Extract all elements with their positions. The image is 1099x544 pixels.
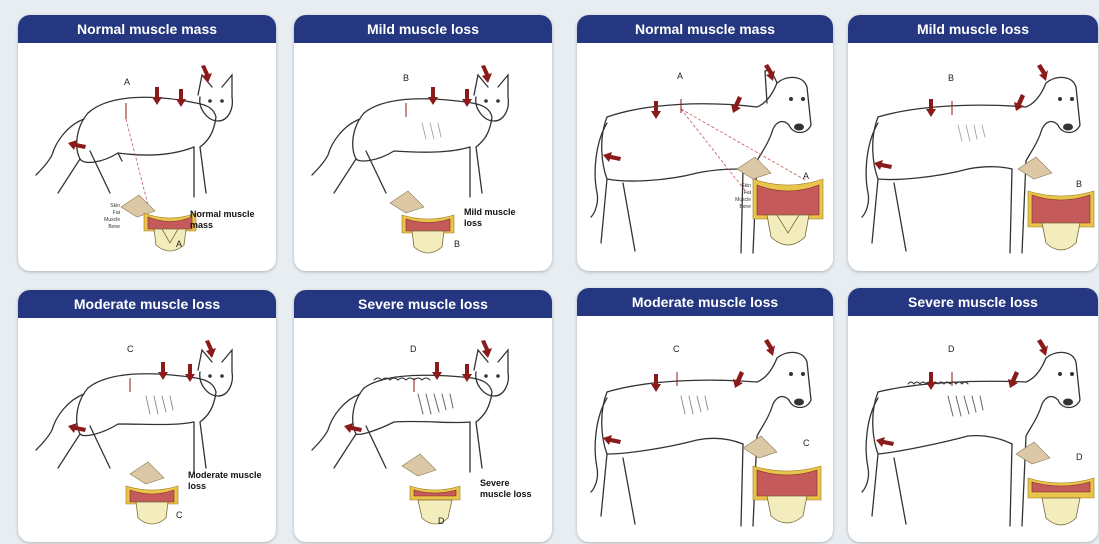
cross-section-letter: B xyxy=(454,239,460,249)
reference-letter: B xyxy=(948,73,954,83)
cross-section xyxy=(402,454,460,524)
reference-letter: A xyxy=(677,71,683,81)
card-cat-mild: Mild muscle loss B B Mild muscle loss xyxy=(294,15,552,271)
reference-letter: D xyxy=(410,344,417,354)
cross-section xyxy=(743,436,821,523)
cross-section-label: Mild muscle loss xyxy=(464,207,524,229)
cross-section-letter: A xyxy=(803,171,809,181)
cat-illustration xyxy=(18,43,276,271)
layer-labels: Skin Fat Muscle Bone xyxy=(90,203,120,231)
reference-letter: B xyxy=(403,73,409,83)
card-title: Mild muscle loss xyxy=(294,15,552,43)
cross-section xyxy=(121,195,196,251)
cat-illustration xyxy=(294,43,552,271)
cross-section xyxy=(126,462,178,524)
card-title: Severe muscle loss xyxy=(294,290,552,318)
card-title: Severe muscle loss xyxy=(848,288,1098,316)
cross-section-letter: C xyxy=(176,510,183,520)
layer-skin-label: Skin xyxy=(90,203,120,210)
card-cat-moderate: Moderate muscle loss C C Moderate muscle… xyxy=(18,290,276,542)
reference-letter: C xyxy=(127,344,134,354)
layer-bone-label: Bone xyxy=(719,204,751,211)
card-title: Normal muscle mass xyxy=(577,15,833,43)
layer-fat-label: Fat xyxy=(90,210,120,217)
dog-illustration xyxy=(577,316,833,542)
layer-skin-label: Skin xyxy=(719,183,751,190)
card-title: Mild muscle loss xyxy=(848,15,1098,43)
cross-section-letter: B xyxy=(1076,179,1082,189)
layer-muscle-label: Muscle xyxy=(90,217,120,224)
dog-illustration xyxy=(848,43,1098,271)
card-dog-normal: Normal muscle mass A A Skin xyxy=(577,15,833,271)
reference-letter: C xyxy=(673,344,680,354)
card-title: Normal muscle mass xyxy=(18,15,276,43)
dog-illustration xyxy=(848,316,1098,542)
cross-section-letter: A xyxy=(176,239,182,249)
card-cat-severe: Severe muscle loss D D Severe muscle los… xyxy=(294,290,552,542)
cross-section xyxy=(390,191,454,253)
card-title: Moderate muscle loss xyxy=(577,288,833,316)
layer-bone-label: Bone xyxy=(90,224,120,231)
cross-section-letter: D xyxy=(1076,452,1083,462)
cross-section-label: Severe muscle loss xyxy=(480,478,542,500)
cat-illustration xyxy=(18,318,276,542)
card-cat-normal: Normal muscle mass A A Normal muscle mas… xyxy=(18,15,276,271)
card-dog-severe: Severe muscle loss D D xyxy=(848,288,1098,542)
cat-illustration xyxy=(294,318,552,542)
cross-section-label: Moderate muscle loss xyxy=(188,470,268,492)
dog-illustration xyxy=(577,43,833,271)
cross-section-letter: C xyxy=(803,438,810,448)
cross-section-label: Normal muscle mass xyxy=(190,209,260,231)
cross-section-letter: D xyxy=(438,516,445,526)
card-title: Moderate muscle loss xyxy=(18,290,276,318)
layer-fat-label: Fat xyxy=(719,190,751,197)
card-dog-moderate: Moderate muscle loss C C xyxy=(577,288,833,542)
reference-letter: D xyxy=(948,344,955,354)
reference-letter: A xyxy=(124,77,130,87)
card-dog-mild: Mild muscle loss B B xyxy=(848,15,1098,271)
cross-section xyxy=(1018,157,1094,250)
layer-muscle-label: Muscle xyxy=(719,197,751,204)
layer-labels: Skin Fat Muscle Bone xyxy=(719,183,751,211)
